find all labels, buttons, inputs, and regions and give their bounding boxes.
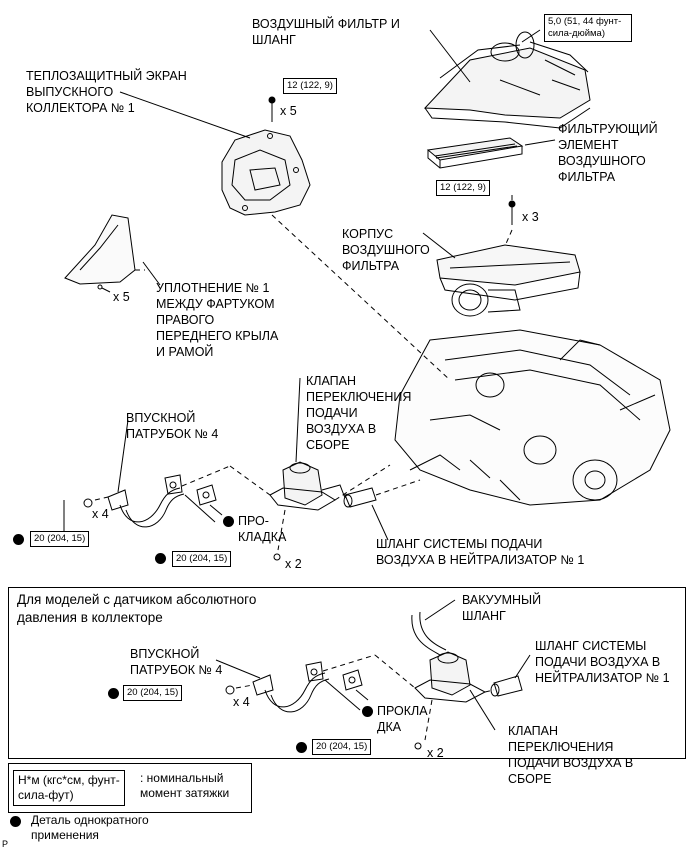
label-filter-case: КОРПУС ВОЗДУШНОГО ФИЛЬТРА xyxy=(342,227,430,273)
legend-one-time-marker xyxy=(10,816,21,827)
label-sub-intake-pipe: ВПУСКНОЙ ПАТРУБОК № 4 xyxy=(130,647,223,677)
air-hose-drawing xyxy=(343,487,377,508)
qty-seal: x 5 xyxy=(113,290,130,304)
engine-drawing xyxy=(394,329,671,506)
one-time-use-marker xyxy=(108,688,119,699)
qty-intake-pipe: x 4 xyxy=(92,507,109,521)
sub-diagram-frame xyxy=(8,587,686,759)
torque-sub-intake-pipe: 20 (204, 15) xyxy=(123,685,183,701)
legend-frame xyxy=(8,763,252,813)
intake-pipe-drawing xyxy=(83,487,185,528)
torque-sub-valve: 20 (204, 15) xyxy=(312,739,372,755)
qty-valve: x 2 xyxy=(285,557,302,571)
gasket-drawing xyxy=(164,474,217,506)
vacuum-hose-drawing xyxy=(411,611,447,656)
sub-air-hose-drawing xyxy=(490,675,523,697)
label-sub-air-hose: ШЛАНГ СИСТЕМЫ ПОДАЧИ ВОЗДУХА В НЕЙТРАЛИЗ… xyxy=(535,639,670,685)
heat-shield-drawing xyxy=(221,129,311,216)
torque-heat-shield: 12 (122, 9) xyxy=(283,78,337,94)
one-time-use-marker xyxy=(13,534,24,545)
label-intake-pipe: ВПУСКНОЙ ПАТРУБОК № 4 xyxy=(126,411,219,441)
label-valve: КЛАПАН ПЕРЕКЛЮЧЕНИЯ ПОДАЧИ ВОЗДУХА В СБО… xyxy=(306,374,412,452)
torque-valve: 20 (204, 15) xyxy=(172,551,232,567)
label-air-filter-hose: ВОЗДУШНЫЙ ФИЛЬТР И ШЛАНГ xyxy=(252,17,400,47)
label-heat-shield: ТЕПЛОЗАЩИТНЫЙ ЭКРАН ВЫПУСКНОГО КОЛЛЕКТОР… xyxy=(26,69,187,115)
seal-drawing xyxy=(64,214,136,285)
sub-diagram-title: Для моделей с датчиком абсолютного давле… xyxy=(17,592,257,625)
qty-heat-shield: x 5 xyxy=(280,104,297,118)
label-gasket: ПРО- КЛАДКА xyxy=(238,514,287,544)
legend-unit-box: Н*м (кгс*см, фунт- сила-фут) xyxy=(13,770,125,806)
torque-air-filter-hose: 5,0 (51, 44 фунт- сила-дюйма) xyxy=(544,14,632,42)
one-time-use-marker xyxy=(362,706,373,717)
label-vacuum-hose: ВАКУУМНЫЙ ШЛАНГ xyxy=(462,593,542,623)
torque-intake-pipe: 20 (204, 15) xyxy=(30,531,90,547)
valve-drawing xyxy=(269,461,346,511)
label-filter-element: ФИЛЬТРУЮЩИЙ ЭЛЕМЕНТ ВОЗДУШНОГО ФИЛЬТРА xyxy=(558,122,658,184)
qty-filter-case: x 3 xyxy=(522,210,539,224)
filter-element-drawing xyxy=(426,137,524,169)
corner-mark: P xyxy=(2,839,9,849)
filter-case-drawing xyxy=(436,244,581,317)
one-time-use-marker xyxy=(223,516,234,527)
qty-sub-valve: x 2 xyxy=(427,746,444,760)
legend-one-time-text: Деталь однократного применения xyxy=(31,813,149,842)
qty-sub-intake-pipe: x 4 xyxy=(233,695,250,709)
label-sub-gasket: ПРОКЛА ДКА xyxy=(377,704,428,734)
one-time-use-marker xyxy=(296,742,307,753)
label-air-hose: ШЛАНГ СИСТЕМЫ ПОДАЧИ ВОЗДУХА В НЕЙТРАЛИЗ… xyxy=(376,537,585,567)
label-sub-valve: КЛАПАН ПЕРЕКЛЮЧЕНИЯ ПОДАЧИ ВОЗДУХА В СБО… xyxy=(508,724,634,786)
label-seal: УПЛОТНЕНИЕ № 1 МЕЖДУ ФАРТУКОМ ПРАВОГО ПЕ… xyxy=(156,281,279,359)
one-time-use-marker xyxy=(155,553,166,564)
sub-intake-pipe-drawing xyxy=(225,672,330,713)
torque-filter-case: 12 (122, 9) xyxy=(436,180,490,196)
legend-unit-description: : номинальный момент затяжки xyxy=(140,771,230,800)
air-filter-assembly-drawing xyxy=(423,31,591,129)
sub-gasket-drawing xyxy=(305,661,363,691)
